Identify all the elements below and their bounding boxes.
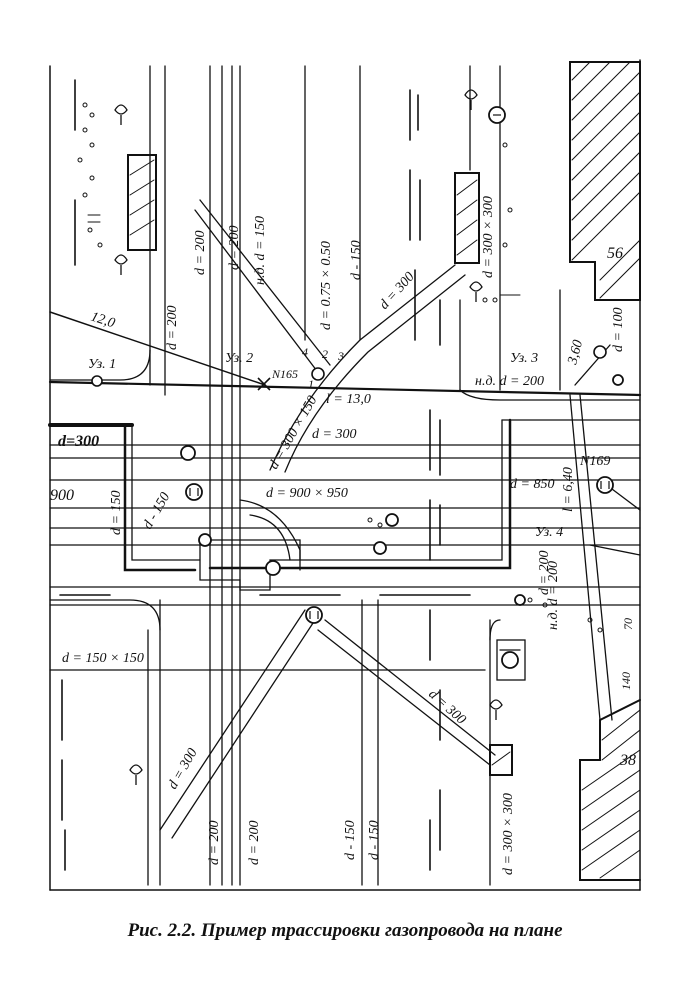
label-d200-c: d = 200 — [227, 226, 242, 270]
label-num1: 1 — [308, 377, 314, 391]
label-d300-a: d = 300 — [377, 270, 418, 313]
label-d300-d: d = 300 — [425, 687, 468, 728]
label-d900x950: d = 900 × 950 — [266, 486, 348, 501]
label-l130: l = 13,0 — [326, 392, 371, 407]
label-n169: N169 — [579, 454, 610, 469]
label-b56: 56 — [607, 245, 623, 262]
tree-icon — [114, 89, 503, 785]
label-d150-d: d - 150 — [343, 820, 358, 860]
label-dim120: 12,0 — [89, 310, 117, 332]
building-38 — [579, 699, 641, 881]
figure-caption: Рис. 2.2. Пример трассировки газопровода… — [127, 920, 563, 941]
label-d200-d: d = 200 — [537, 551, 552, 595]
label-n165: N165 — [271, 367, 298, 381]
label-d850: d = 850 — [510, 477, 554, 492]
building-56 — [569, 61, 641, 301]
label-uz1: Уз. 1 — [88, 357, 116, 372]
label-dim360: 3,60 — [565, 338, 586, 367]
label-num2: 2 — [322, 347, 328, 361]
label-d200-a: d = 200 — [193, 231, 208, 275]
label-d100: d = 100 — [611, 308, 626, 352]
label-nd-d200: н.д. d = 200 — [546, 561, 561, 630]
label-nd200: н.д. d = 200 — [475, 374, 544, 389]
label-d300x300: d = 300 × 300 — [481, 196, 496, 278]
label-num70: 70 — [621, 618, 635, 630]
label-d300-b: d = 300 — [312, 427, 356, 442]
label-d075: d = 0.75 × 0.50 — [319, 241, 334, 330]
gas-pipeline-plan: d = 200 d = 200 d = 200 н.д. d = 150 d =… — [48, 59, 642, 891]
label-num140: 140 — [619, 672, 633, 690]
label-uz3: Уз. 3 — [510, 351, 538, 366]
label-d150x150: d = 150 × 150 — [62, 651, 144, 666]
label-num3: 3 — [337, 349, 344, 363]
label-d300-left: d=300 — [58, 433, 99, 450]
label-d300-c: d = 300 — [165, 746, 200, 792]
label-d200-e: d = 200 — [207, 821, 222, 865]
node-marker-icon — [91, 345, 607, 391]
label-l640: l = 6,40 — [561, 467, 576, 512]
label-d200-b: d = 200 — [165, 306, 180, 350]
label-uz2: Уз. 2 — [225, 351, 253, 366]
label-d150-c: d - 150 — [140, 490, 173, 532]
label-d150-e: d - 150 — [367, 820, 382, 860]
label-d300x300b: d = 300 × 300 — [501, 793, 516, 875]
label-d200-f: d = 200 — [247, 821, 262, 865]
label-d900: 900 — [50, 487, 74, 504]
label-d150-b: d = 150 — [109, 491, 124, 535]
label-uz4: Уз. 4 — [535, 525, 563, 540]
label-d150-a: d - 150 — [349, 240, 364, 280]
label-num4: 4 — [302, 345, 308, 359]
label-b38: 38 — [619, 752, 636, 769]
label-nd150: н.д. d = 150 — [253, 216, 268, 285]
